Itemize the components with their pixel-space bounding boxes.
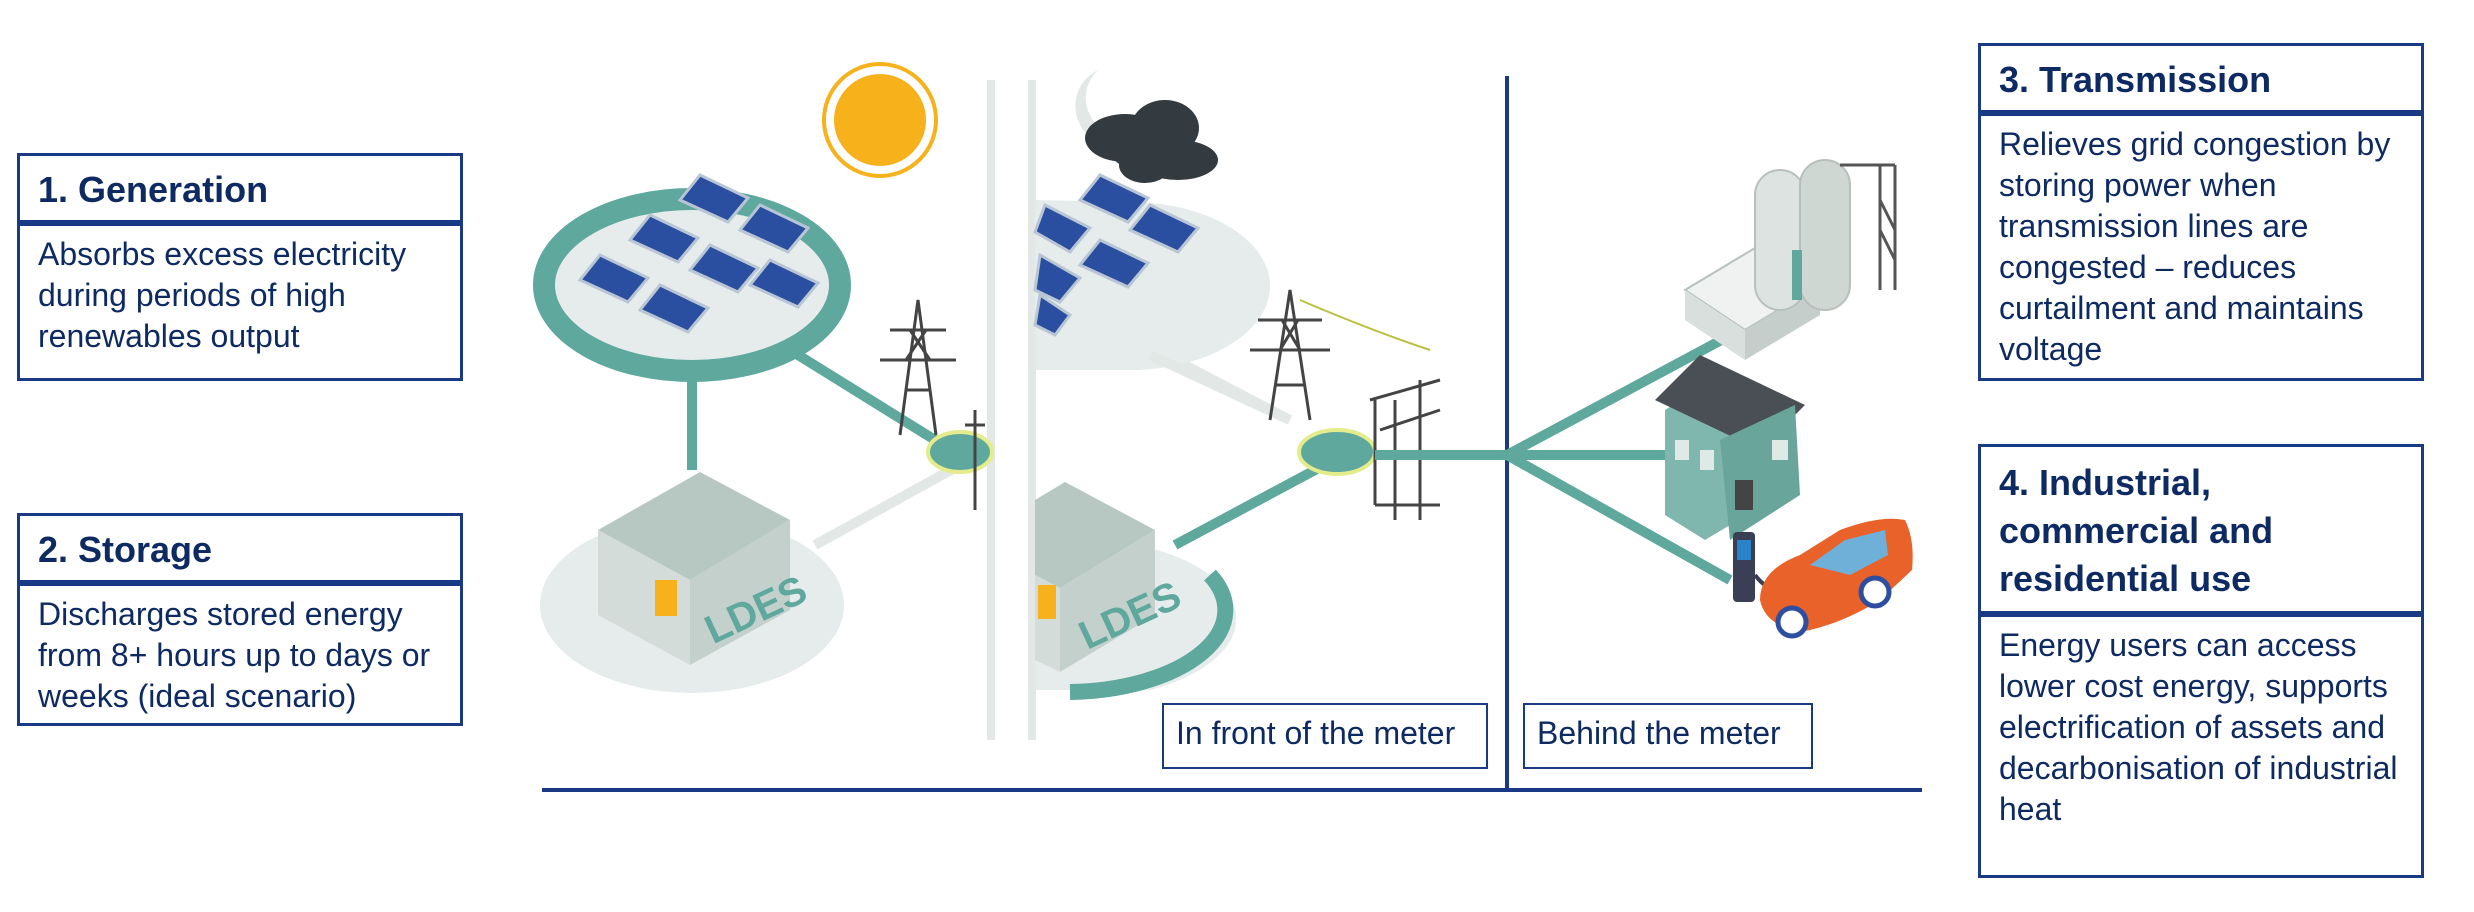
right-solar-platform (1035, 200, 1293, 425)
generation-box: 1. Generation Absorbs excess electricity… (17, 153, 463, 381)
transmission-tower-right (1250, 289, 1431, 421)
storage-title: 2. Storage (20, 516, 460, 586)
distribution-branches (1504, 325, 1743, 585)
house-icon (1655, 355, 1805, 540)
sun-icon (822, 62, 938, 178)
right-ldes-platform (1035, 482, 1237, 700)
solar-panels-left (577, 173, 821, 334)
generation-title: 1. Generation (20, 156, 460, 226)
industrial-title: 4. Industrial, commercial and residentia… (1981, 447, 2421, 617)
behind-the-meter-label: Behind the meter (1523, 703, 1813, 769)
industrial-box: 4. Industrial, commercial and residentia… (1978, 444, 2424, 878)
transmission-tower-left (880, 299, 956, 436)
electric-car-icon (1760, 518, 1913, 639)
factory-icon (1683, 159, 1897, 360)
transmission-title: 3. Transmission (1981, 46, 2421, 116)
solar-panels-right (1033, 173, 1201, 337)
cloud-icon (1085, 100, 1218, 183)
generation-body: Absorbs excess electricity during period… (38, 236, 407, 354)
transmission-box: 3. Transmission Relieves grid congestion… (1978, 43, 2424, 381)
left-ldes-platform (540, 472, 844, 693)
storage-box: 2. Storage Discharges stored energy from… (17, 513, 463, 726)
in-front-of-meter-label: In front of the meter (1162, 703, 1488, 769)
storage-body: Discharges stored energy from 8+ hours u… (38, 596, 431, 714)
left-solar-platform (533, 188, 938, 470)
industrial-body: Energy users can access lower cost energ… (1999, 627, 2398, 827)
transmission-body: Relieves grid congestion by storing powe… (1999, 126, 2391, 367)
